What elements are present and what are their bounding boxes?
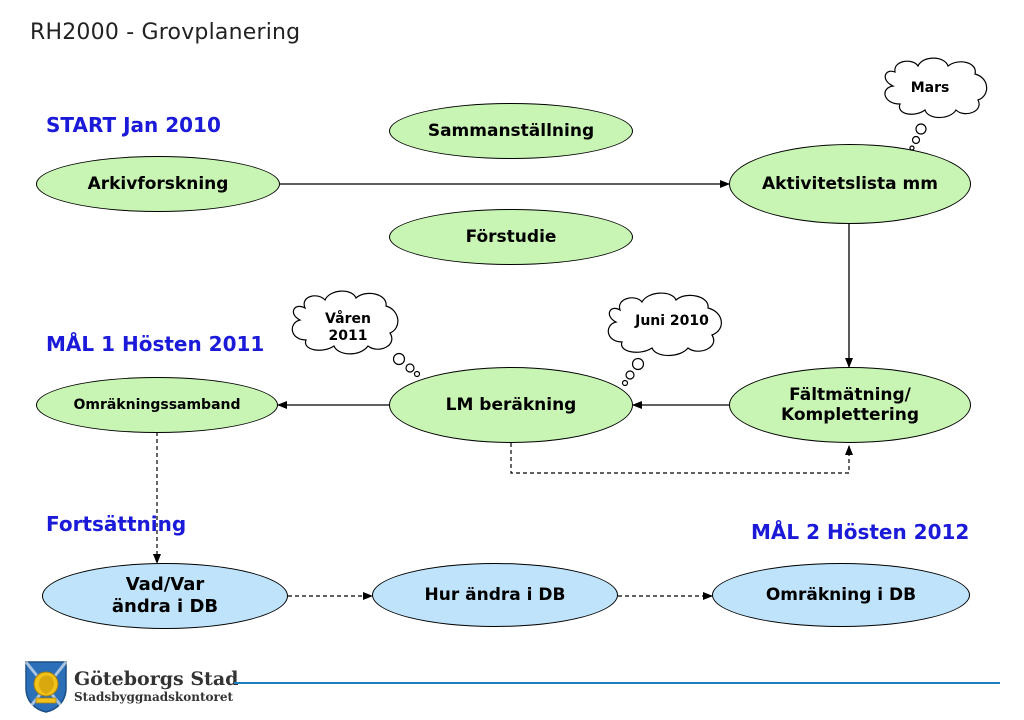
dashed-arrow-lm-to-falt: [510, 443, 853, 474]
cloud-mars: [884, 57, 988, 151]
node-faltmatning-line2: Komplettering: [780, 405, 920, 425]
node-forstudie: Förstudie: [389, 209, 633, 265]
node-faltmatning-line1: Fältmätning/: [789, 384, 911, 405]
cloud-juni-text: Juni 2010: [635, 313, 709, 329]
cloud-varen-line1: Våren: [325, 311, 371, 327]
footer-divider: [234, 682, 1000, 684]
node-vad-var-line2: ändra i DB: [111, 596, 219, 617]
node-omrakning-db: Omräkning i DB: [712, 563, 970, 627]
cloud-varen-line2: 2011: [328, 327, 368, 344]
label-mal1: MÅL 1 Hösten 2011: [46, 332, 265, 356]
node-vad-var-line1: Vad/Var: [125, 574, 205, 596]
logo-subtitle: Stadsbyggnadskontoret: [74, 690, 234, 704]
node-hur-andra: Hur ändra i DB: [372, 563, 618, 627]
label-start: START Jan 2010: [46, 113, 221, 137]
logo-name: Göteborgs Stad: [74, 668, 239, 690]
city-crest-logo: [24, 661, 68, 713]
cloud-juni-2010: [607, 292, 722, 387]
logo-text: Göteborgs Stad Stadsbyggnadskontoret: [74, 668, 238, 704]
cloud-varen-2011: [291, 290, 421, 378]
node-omrakningssamband: Omräkningssamband: [36, 377, 278, 433]
label-mal2: MÅL 2 Hösten 2012: [751, 520, 970, 544]
node-faltmatning: Fältmätning/ Komplettering: [729, 367, 971, 443]
label-fortsattning: Fortsättning: [46, 512, 187, 536]
node-lm-berakning: LM beräkning: [389, 367, 633, 443]
cloud-varen-text: Våren 2011: [318, 311, 378, 345]
cloud-mars-text: Mars: [910, 80, 950, 96]
node-vad-var: Vad/Var ändra i DB: [42, 563, 288, 629]
slide-title: RH2000 - Grovplanering: [30, 20, 301, 45]
node-arkivforskning: Arkivforskning: [36, 156, 280, 212]
node-sammanstallning: Sammanställning: [389, 103, 633, 159]
node-aktivitetslista: Aktivitetslista mm: [729, 144, 971, 224]
